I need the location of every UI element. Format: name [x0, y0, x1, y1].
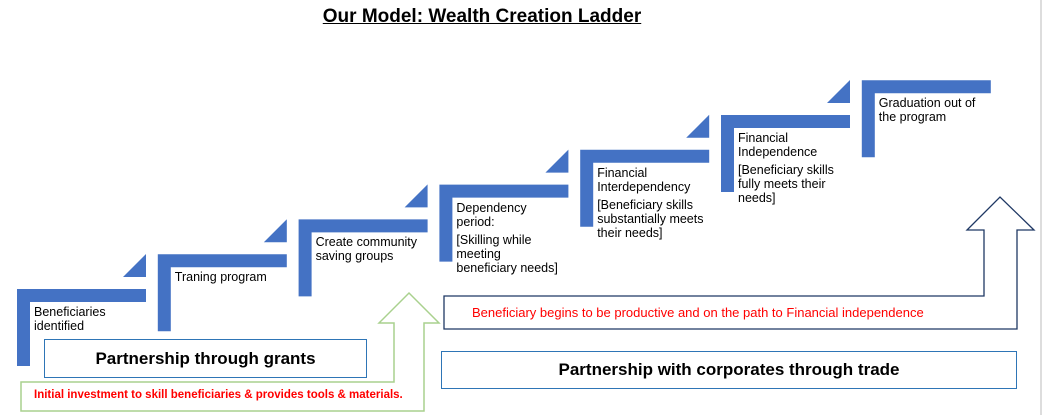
step-bar	[580, 149, 710, 227]
step-label: Financial Interdependency [Beneficiary sk…	[597, 166, 705, 244]
step-bar	[861, 80, 991, 158]
step-label: Graduation out of the program	[879, 96, 987, 128]
step-label-line: [Beneficiary skills fully meets their ne…	[738, 163, 834, 205]
step-label-line: Beneficiaries identified	[34, 305, 106, 333]
trade-arrow	[443, 196, 1036, 330]
step-label-line: Graduation out of the program	[878, 96, 976, 125]
step-label: Beneficiaries identified	[34, 305, 142, 337]
step-label-line: Dependency period:	[456, 200, 527, 229]
grants-partnership-box: Partnership through grants	[44, 339, 367, 378]
step-label-line: Financial Interdependency	[597, 165, 691, 194]
step-triangle	[545, 149, 569, 173]
grants-arrow	[20, 291, 441, 412]
step-label: Dependency period: [Skilling while meetin…	[456, 201, 564, 279]
step-triangle	[123, 254, 146, 277]
step-bar	[17, 289, 146, 366]
step-label: Traning program	[175, 270, 283, 288]
step-label-line: [Skilling while meeting beneficiary need…	[456, 232, 558, 275]
step-label: Financial Independence [Beneficiary skill…	[738, 131, 846, 209]
step-triangle	[827, 80, 850, 103]
trade-partnership-box: Partnership with corporates through trad…	[441, 351, 1017, 389]
step-triangle	[686, 114, 710, 138]
step-label: Create community saving groups	[316, 235, 424, 267]
step-bar	[439, 184, 569, 262]
step-triangle	[263, 219, 287, 243]
step-label-line: Create community saving groups	[315, 235, 418, 264]
trade-note: Beneficiary begins to be productive and …	[472, 305, 924, 320]
step-bar	[298, 219, 428, 297]
step-bar	[721, 115, 850, 192]
step-label-line: Financial Independence	[738, 131, 818, 159]
step-triangle	[404, 184, 428, 208]
step-bar	[157, 254, 287, 332]
step-label-line: Traning program	[174, 270, 267, 285]
diagram-title: Our Model: Wealth Creation Ladder	[322, 6, 642, 27]
page-edge	[1040, 0, 1042, 415]
grants-note: Initial investment to skill beneficiarie…	[34, 389, 403, 401]
step-label-line: [Beneficiary skills substantially meets …	[597, 197, 704, 240]
